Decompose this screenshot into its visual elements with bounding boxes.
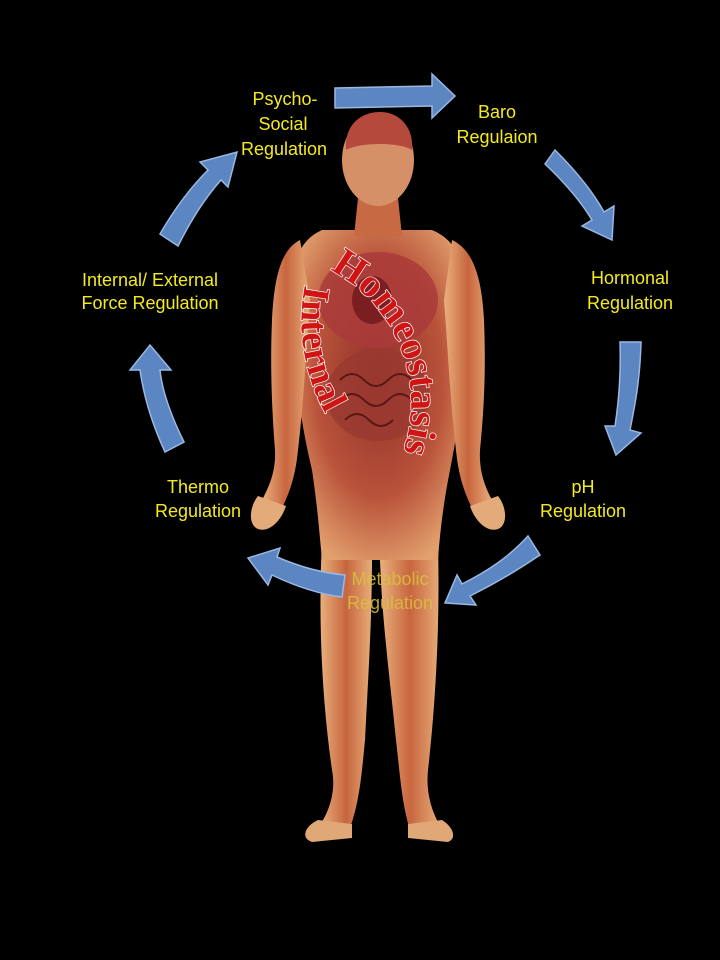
label-thermo-line1: Thermo [167,477,229,497]
right-foot [408,820,453,842]
arrow-hormonal-to-ph [605,342,641,455]
label-internal-external-line1: Internal/ External [82,270,218,290]
label-hormonal-line1: Hormonal [591,268,669,288]
right-arm [444,240,492,508]
left-foot [305,820,352,842]
label-ph-line1: pH [571,477,594,497]
label-internal-external: Internal/ External Force Regulation [81,270,218,313]
label-ph-line2: Regulation [540,501,626,521]
label-psycho-social-line2: Social [258,114,307,134]
label-psycho-social: Psycho- Social Regulation [241,89,327,159]
label-ph: pH Regulation [540,477,626,521]
arrow-ph-to-metabolic [445,536,540,605]
label-metabolic-line2: Regulation [347,593,433,613]
label-psycho-social-line3: Regulation [241,139,327,159]
label-hormonal-line2: Regulation [587,293,673,313]
label-psycho-social-line1: Psycho- [252,89,317,109]
arrow-internal-to-psycho [160,152,237,246]
label-baro: Baro Regulaion [456,102,537,147]
arrow-baro-to-hormonal [545,150,614,240]
human-anatomy-figure [251,112,505,842]
label-thermo: Thermo Regulation [155,477,241,521]
label-baro-line2: Regulaion [456,127,537,147]
label-baro-line1: Baro [478,102,516,122]
label-hormonal: Hormonal Regulation [587,268,673,313]
label-metabolic-line1: Metabolic [351,569,428,589]
label-internal-external-line2: Force Regulation [81,293,218,313]
arrow-psycho-to-baro [335,74,455,118]
arrow-thermo-to-internal [130,345,184,452]
label-thermo-line2: Regulation [155,501,241,521]
